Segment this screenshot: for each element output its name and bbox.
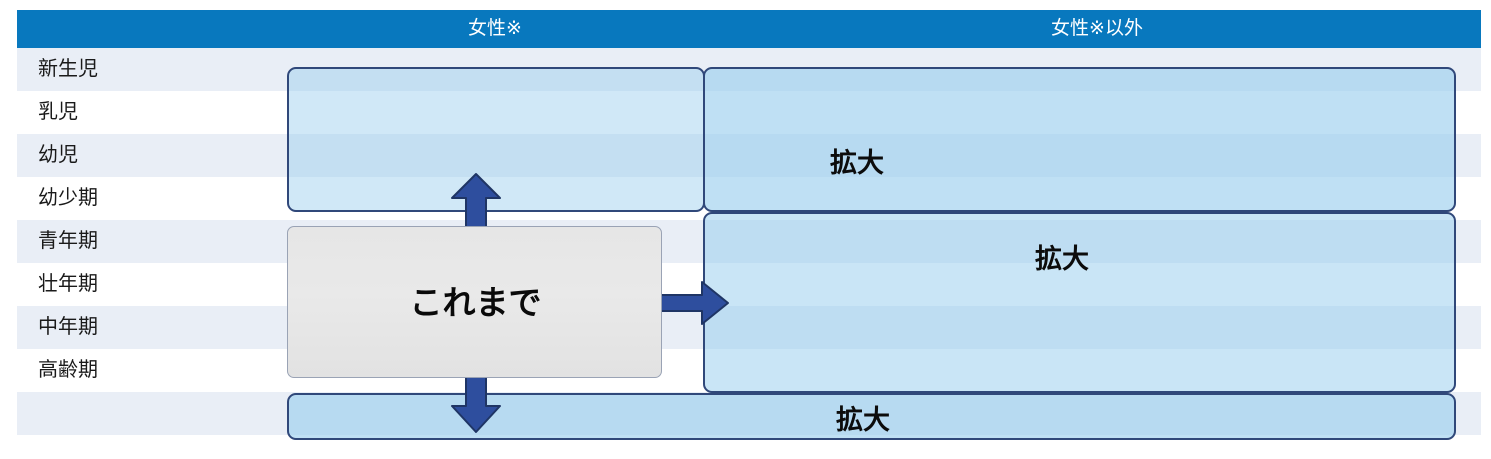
arrow-down-icon [451, 373, 501, 433]
row-label-infant: 乳児 [38, 101, 78, 123]
panel-label-bottom-expansion: 拡大 [836, 405, 890, 435]
arrow-up-icon [451, 173, 501, 230]
panel-label-top-expansion: 拡大 [830, 148, 884, 178]
center-box-label: これまで [409, 284, 542, 321]
row-label-newborn: 新生児 [38, 58, 98, 80]
panel-label-middle-expansion: 拡大 [1035, 244, 1089, 274]
header-bar: 女性※ 女性※以外 [17, 10, 1481, 48]
panel-top-right-expansion [703, 67, 1456, 212]
panel-middle-expansion [703, 212, 1456, 393]
row-label-middle-age: 中年期 [38, 316, 98, 338]
column-header-non-female: 女性※以外 [1051, 18, 1143, 39]
arrow-right-icon [659, 281, 729, 325]
row-label-prime-age: 壮年期 [38, 273, 98, 295]
row-label-elderly: 高齢期 [38, 359, 98, 381]
center-box-current-scope: これまで [287, 226, 662, 378]
column-header-female: 女性※ [468, 18, 522, 39]
panel-top-left-existing-scope [287, 67, 705, 212]
row-label-childhood: 幼少期 [38, 187, 98, 209]
panel-bottom-expansion [287, 393, 1456, 440]
row-label-adolescence: 青年期 [38, 230, 98, 252]
row-label-toddler: 幼児 [38, 144, 78, 166]
